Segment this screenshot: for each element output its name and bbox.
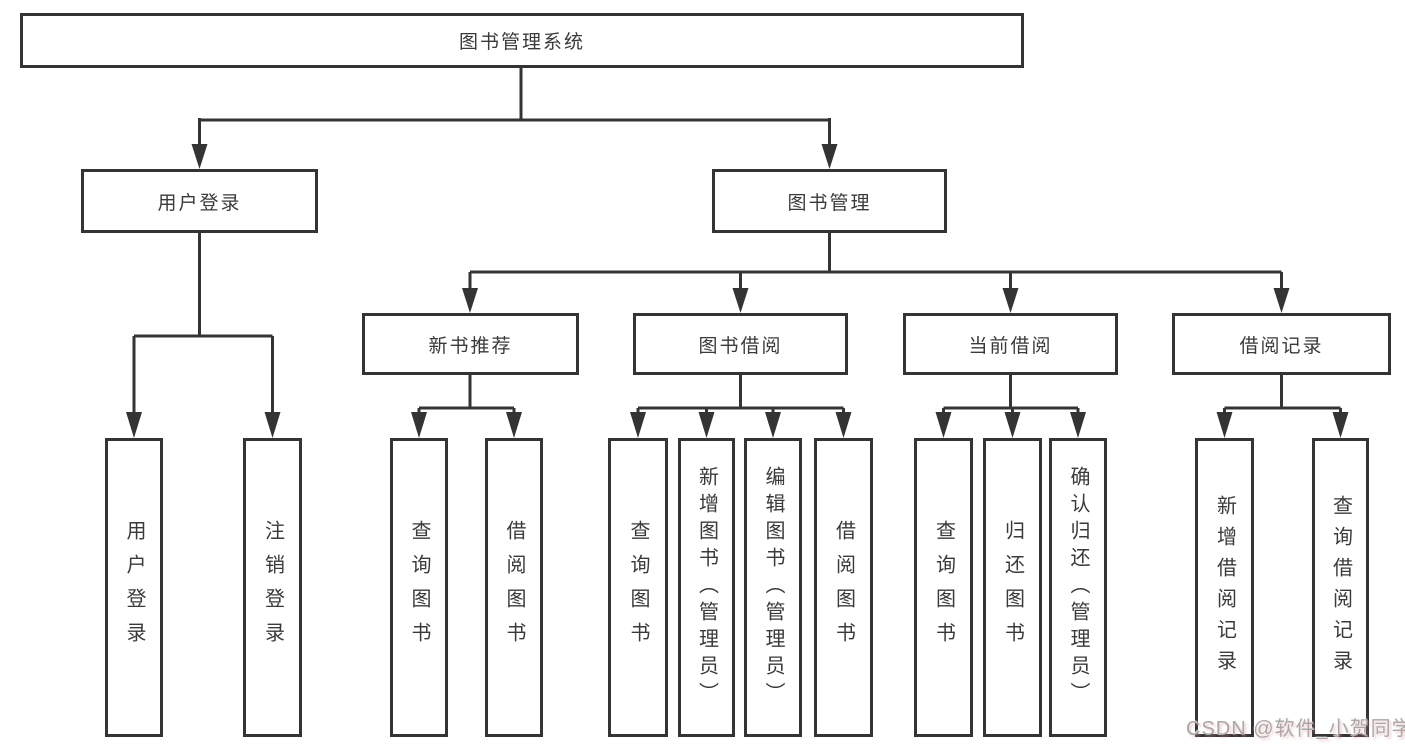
leaf-newrec-borrow-book-label: 借阅图书 — [503, 519, 525, 656]
node-current-borrowing: 当前借阅 — [903, 313, 1118, 375]
leaf-logout: 注销登录 — [243, 438, 302, 737]
leaf-borrow-edit-book-admin-label: 编辑图书（管理员） — [762, 466, 784, 709]
leaf-borrow-add-book-admin-label: 新增图书（管理员） — [695, 466, 718, 709]
leaf-newrec-search-book-label: 查询图书 — [408, 519, 430, 656]
leaf-newrec-borrow-book: 借阅图书 — [485, 438, 543, 737]
node-current-borrowing-label: 当前借阅 — [968, 335, 1053, 357]
node-book-management-label: 图书管理 — [787, 192, 872, 214]
leaf-records-search-record: 查询借阅记录 — [1312, 438, 1369, 737]
arrowhead-group — [126, 144, 1349, 438]
node-book-borrowing-label: 图书借阅 — [698, 335, 783, 357]
node-new-book-recommend-label: 新书推荐 — [428, 335, 513, 357]
leaf-records-add-record-label: 新增借阅记录 — [1213, 494, 1236, 681]
node-user-login-label: 用户登录 — [157, 192, 242, 214]
leaf-current-search-book-label: 查询图书 — [932, 519, 955, 656]
leaf-logout-label: 注销登录 — [261, 519, 284, 656]
leaf-current-return-book-label: 归还图书 — [1001, 519, 1024, 656]
leaf-records-add-record: 新增借阅记录 — [1195, 438, 1254, 737]
node-root: 图书管理系统 — [20, 13, 1024, 68]
leaf-newrec-search-book: 查询图书 — [390, 438, 448, 737]
node-book-borrowing: 图书借阅 — [633, 313, 848, 375]
leaf-borrow-edit-book-admin: 编辑图书（管理员） — [744, 438, 802, 737]
leaf-current-search-book: 查询图书 — [914, 438, 973, 737]
leaf-current-confirm-return-admin: 确认归还（管理员） — [1049, 438, 1107, 737]
leaf-borrow-search-book-label: 查询图书 — [627, 519, 649, 656]
leaf-borrow-search-book: 查询图书 — [608, 438, 668, 737]
leaf-borrow-add-book-admin: 新增图书（管理员） — [678, 438, 735, 737]
node-root-label: 图书管理系统 — [458, 32, 585, 53]
leaf-current-return-book: 归还图书 — [983, 438, 1042, 737]
leaf-borrow-borrow-book: 借阅图书 — [814, 438, 873, 737]
node-user-login: 用户登录 — [81, 169, 318, 233]
leaf-current-confirm-return-admin-label: 确认归还（管理员） — [1067, 466, 1089, 709]
node-book-management: 图书管理 — [712, 169, 947, 233]
leaf-borrow-borrow-book-label: 借阅图书 — [832, 519, 855, 656]
leaf-user-login: 用户登录 — [105, 438, 163, 737]
node-borrowing-records: 借阅记录 — [1172, 313, 1391, 375]
leaf-records-search-record-label: 查询借阅记录 — [1329, 494, 1352, 681]
leaf-user-login-label: 用户登录 — [123, 519, 145, 656]
node-borrowing-records-label: 借阅记录 — [1239, 335, 1324, 357]
node-new-book-recommend: 新书推荐 — [362, 313, 579, 375]
csdn-watermark: CSDN @软件_小贺同学 — [1186, 718, 1405, 740]
